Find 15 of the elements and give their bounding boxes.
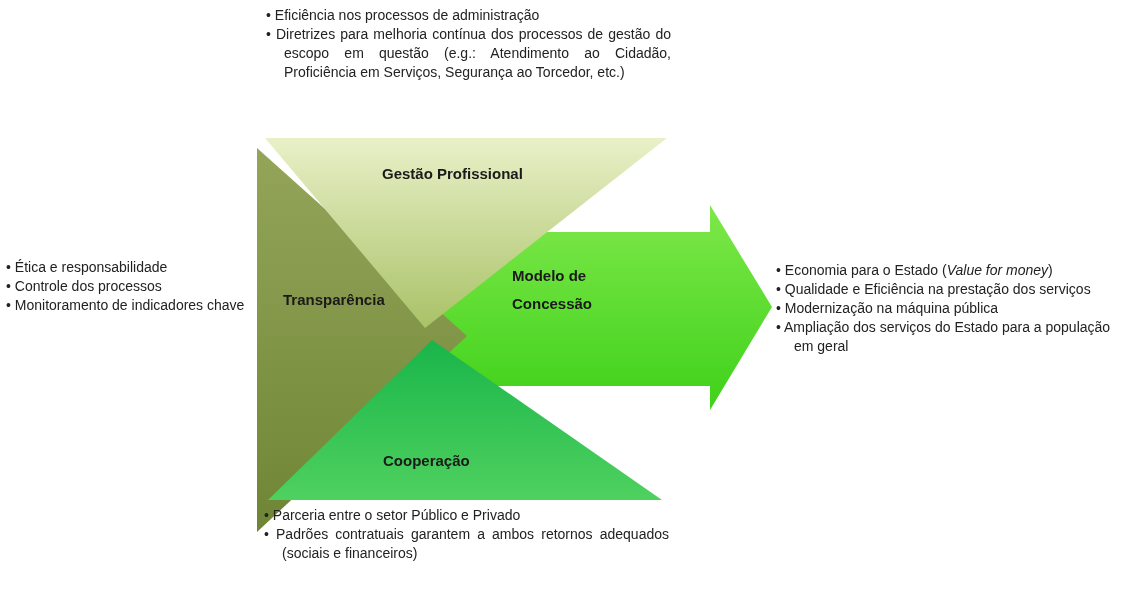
bullet-item: • Eficiência nos processos de administração xyxy=(266,6,541,25)
bullet-item: • Padrões contratuais garantem a ambos retornos adequados (sociais e financeiros) xyxy=(264,525,669,563)
bullet-item: • Ética e responsabilidade xyxy=(6,258,169,277)
bullet-item: • Controle dos processos xyxy=(6,277,163,296)
shape-label: Transparência xyxy=(283,290,385,310)
shape-label: Modelo de Concessão xyxy=(512,266,594,314)
bullet-item: • Parceria entre o setor Público e Privado xyxy=(264,506,522,525)
bullet-item: • Diretrizes para melhoria contínua dos processos de gestão do escopo em questão (e.g.: Atendimento ao Cidadão, Proficiência em Serviços, Segurança ao Torcedor, etc.) xyxy=(266,25,671,82)
shape-label: Gestão Profissional xyxy=(382,164,523,184)
shape-label: Cooperação xyxy=(383,451,470,471)
bullet-item: • Economia para o Estado (Value for money) xyxy=(776,261,1054,280)
bullet-item: • Modernização na máquina pública xyxy=(776,299,1000,318)
bullet-item: • Ampliação dos serviços do Estado para a população em geral xyxy=(776,318,1112,356)
bullet-item: • Qualidade e Eficiência na prestação dos serviços xyxy=(776,280,1092,299)
bullet-item: • Monitoramento de indicadores chave xyxy=(6,296,246,315)
